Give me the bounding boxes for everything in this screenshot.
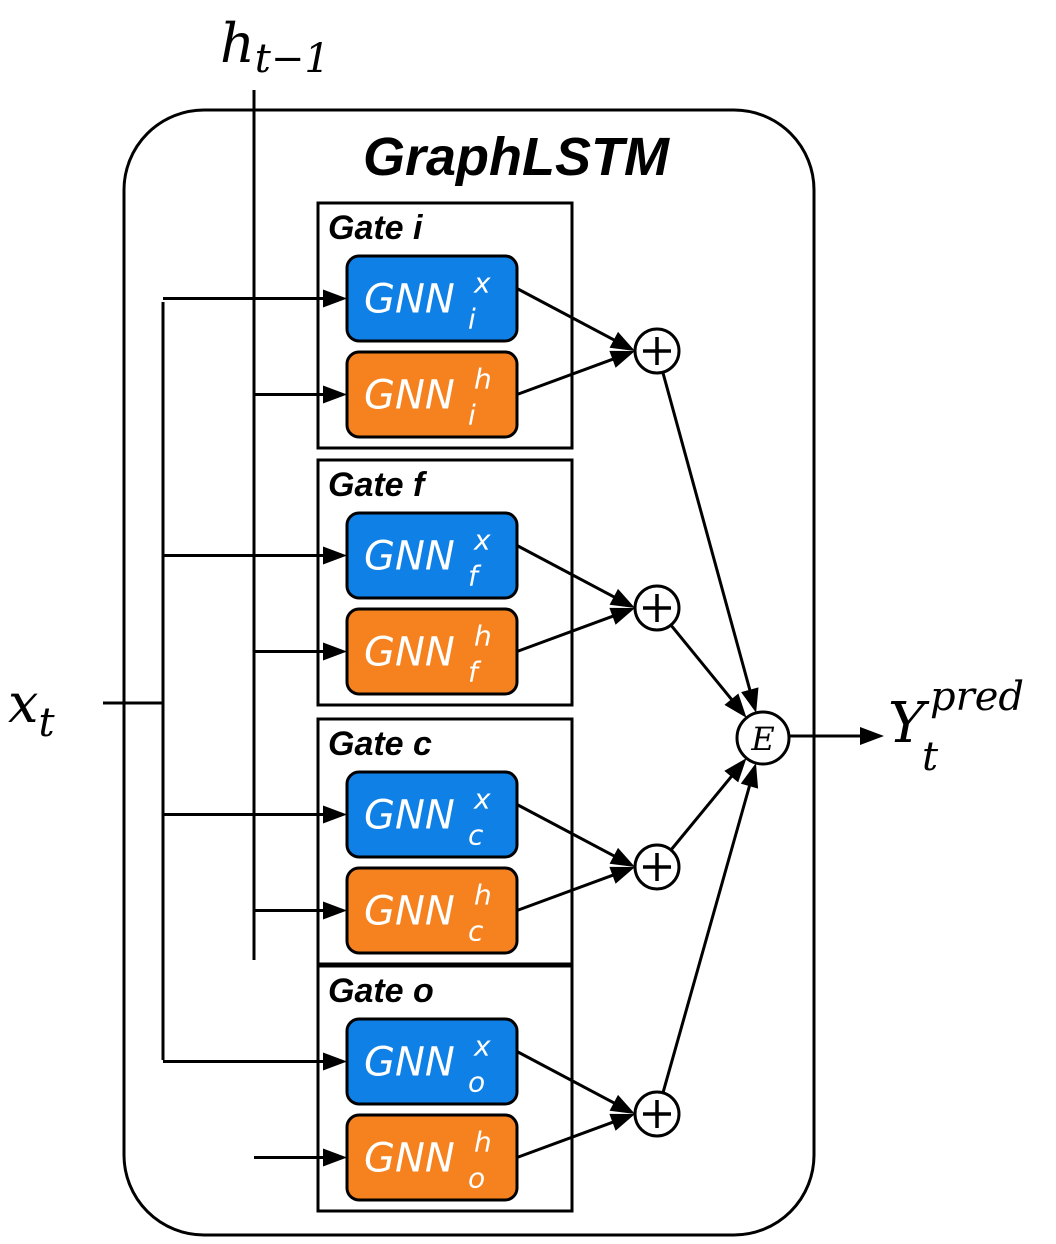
gnn-superscript: h (474, 620, 492, 653)
plus-to-combine-arrow-head (724, 693, 747, 718)
gnn-superscript: x (473, 1030, 491, 1063)
gnn-superscript: x (473, 783, 491, 816)
gnn-label: GNN (364, 373, 455, 419)
combine-node: E (735, 710, 791, 766)
h-to-plus-arrow (516, 1119, 617, 1159)
gnn-x-block: GNN xo (345, 1017, 519, 1106)
gnn-superscript: h (474, 1126, 492, 1159)
gnn-h-block: GNN ho (345, 1113, 519, 1202)
gnn-h-block: GNN hi (345, 350, 519, 439)
h-input-arrow-head (323, 642, 347, 661)
svg-text:t: t (922, 734, 939, 780)
gate-frame (316, 201, 574, 450)
h-input-arrow-head (323, 1148, 347, 1167)
gate-frame (316, 717, 574, 966)
gate-frame (316, 964, 574, 1213)
h-input-arrow-head (323, 385, 347, 404)
plus-to-combine-arrow (669, 624, 736, 704)
gnn-subscript: c (468, 819, 484, 852)
h-to-plus-arrow (516, 356, 617, 396)
gnn-subscript: i (468, 399, 476, 432)
h-to-plus-arrow-head (609, 350, 635, 368)
svg-text:ht−1: ht−1 (220, 12, 330, 82)
gnn-superscript: h (474, 363, 492, 396)
x-to-plus-arrow-head (609, 588, 635, 608)
gnn-label: GNN (364, 534, 455, 580)
svg-text:pred: pred (930, 674, 1024, 720)
gnn-superscript: x (473, 267, 491, 300)
gnn-superscript: h (474, 879, 492, 912)
plus-to-combine-arrow (661, 371, 753, 695)
gnn-subscript: o (468, 1162, 485, 1195)
x-input-arrow-head (323, 289, 347, 308)
x-input-arrow-head (323, 1052, 347, 1071)
gate-label: Gate o (328, 972, 434, 1010)
gnn-label: GNN (364, 630, 455, 676)
plus-to-combine-arrow-head (724, 758, 747, 783)
h-input-arrow-head (323, 901, 347, 920)
gate-label: Gate c (328, 725, 432, 763)
x-to-plus-arrow-head (609, 331, 635, 351)
plus-to-combine-arrow-head (740, 763, 759, 789)
gnn-label: GNN (364, 1136, 455, 1182)
svg-text:E: E (750, 720, 774, 758)
input-wiring (103, 90, 256, 1060)
diagram-title: GraphLSTM (363, 127, 670, 187)
graphlstm-container (122, 108, 816, 1237)
gnn-subscript: i (468, 303, 476, 336)
gnn-subscript: o (468, 1066, 485, 1099)
x-to-plus-arrow (516, 803, 619, 859)
gate-label: Gate i (328, 209, 424, 247)
plus-to-combine-arrow (669, 772, 735, 851)
h-to-plus-arrow-head (609, 1113, 635, 1131)
plus-node (633, 584, 681, 632)
gnn-label: GNN (364, 277, 455, 323)
plus-to-combine-arrow (661, 781, 752, 1094)
gnn-h-block: GNN hc (345, 866, 519, 955)
plus-to-combine-arrow-head (741, 687, 759, 713)
input-x-label: xt (8, 672, 55, 746)
h-to-plus-arrow-head (609, 607, 635, 625)
plus-node (633, 1090, 681, 1138)
svg-text:xt: xt (8, 672, 55, 746)
gnn-x-block: GNN xc (345, 770, 519, 859)
x-input-arrow-head (323, 805, 347, 824)
h-to-plus-arrow (516, 872, 617, 912)
gnn-label: GNN (364, 793, 455, 839)
output-arrow (789, 727, 884, 745)
h-to-plus-arrow-head (609, 866, 635, 884)
gate-label: Gate f (328, 466, 428, 504)
output-y-label: Y pred t (888, 674, 1024, 780)
gate-frame (316, 458, 574, 707)
gnn-x-block: GNN xi (345, 254, 519, 343)
gnn-label: GNN (364, 1040, 455, 1086)
x-to-plus-arrow-head (609, 1094, 635, 1114)
x-to-plus-arrow (516, 544, 619, 600)
plus-node (633, 843, 681, 891)
svg-text:Y: Y (888, 691, 930, 756)
x-input-arrow-head (323, 546, 347, 565)
x-to-plus-arrow (516, 1050, 619, 1106)
x-to-plus-arrow (516, 287, 619, 343)
gnn-label: GNN (364, 889, 455, 935)
h-to-plus-arrow (516, 613, 617, 653)
input-h-label: ht−1 (220, 12, 330, 82)
plus-node (633, 327, 681, 375)
gnn-superscript: x (473, 524, 491, 557)
x-to-plus-arrow-head (609, 847, 635, 867)
gnn-subscript: c (468, 915, 484, 948)
